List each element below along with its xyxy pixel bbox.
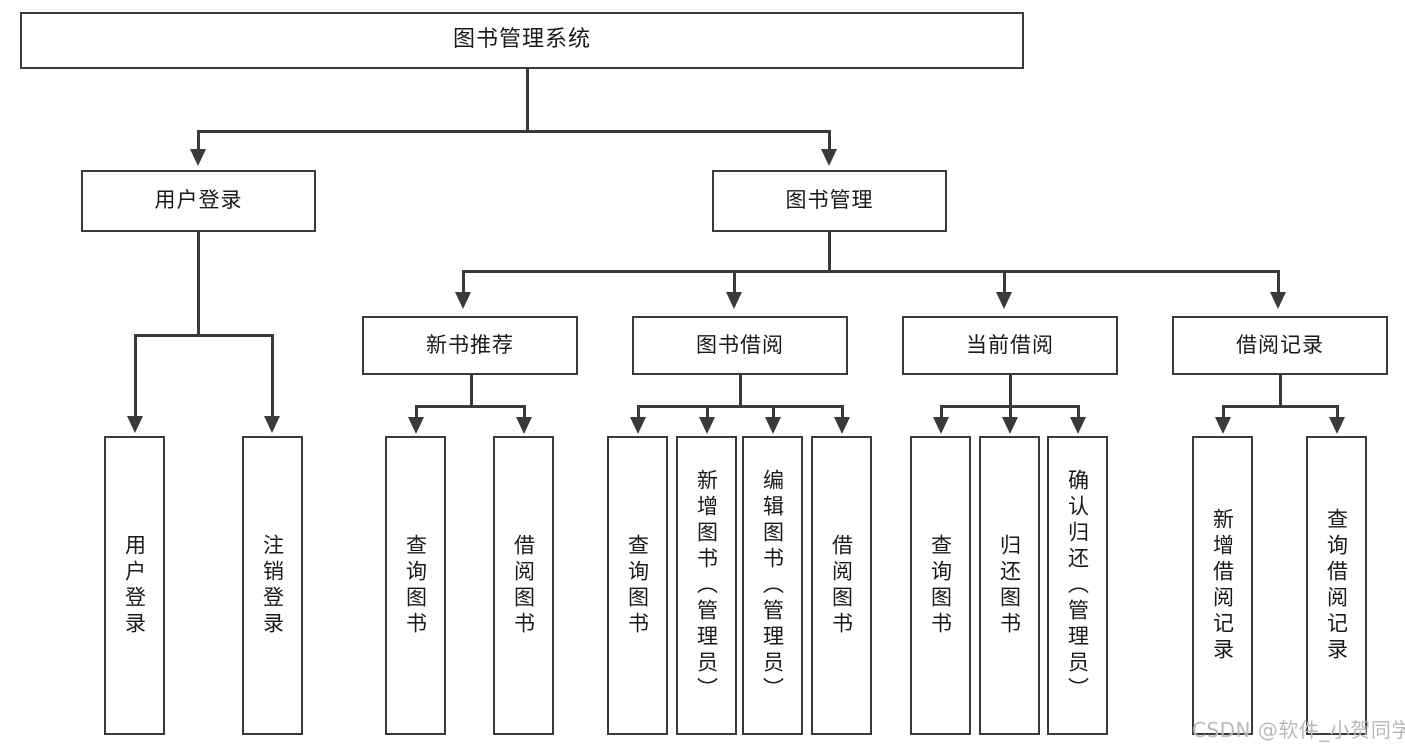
node-label: 用户登录 — [154, 188, 243, 213]
leaf-current-borrow-query-book[interactable]: 查询图书 — [910, 436, 971, 735]
node-current-borrow[interactable]: 当前借阅 — [902, 316, 1118, 375]
arrow-new-book-leaf2 — [516, 417, 532, 434]
node-label: 图书管理 — [785, 188, 874, 213]
connector-root-to-user-login — [197, 130, 200, 152]
connector-current-borrow-leaf2 — [1009, 405, 1012, 419]
connector-book-borrow-leaf3 — [772, 405, 775, 419]
connector-to-book-borrow — [733, 270, 736, 295]
connector-to-borrow-record — [1277, 270, 1280, 295]
leaf-book-borrow-query-book[interactable]: 查询图书 — [607, 436, 668, 735]
node-label: 归还图书 — [997, 533, 1022, 638]
connector-borrow-record-leaf1 — [1222, 405, 1225, 419]
node-borrow-record[interactable]: 借阅记录 — [1172, 316, 1388, 375]
node-label: 新增借阅记录 — [1210, 507, 1235, 664]
connector-new-book-leaf1 — [415, 405, 418, 419]
arrow-current-borrow-leaf3 — [1070, 417, 1086, 434]
arrow-book-borrow-leaf4 — [834, 417, 850, 434]
connector-user-login-leaf1 — [134, 334, 137, 418]
node-label: 查询图书 — [403, 533, 428, 638]
node-label: 查询借阅记录 — [1324, 507, 1349, 664]
connector-root-to-book-manage — [828, 130, 831, 152]
arrow-book-borrow-leaf2 — [699, 417, 715, 434]
connector-user-login-stem — [197, 232, 200, 336]
watermark-text: CSDN @软件_小贺同学 — [1192, 718, 1405, 742]
leaf-user-login-user-login[interactable]: 用户登录 — [104, 436, 165, 735]
arrow-to-current-borrow — [996, 292, 1012, 309]
connector-book-borrow-bar — [637, 405, 844, 408]
arrow-current-borrow-leaf1 — [933, 417, 949, 434]
leaf-borrow-record-query-record[interactable]: 查询借阅记录 — [1306, 436, 1367, 735]
connector-borrow-record-stem — [1279, 375, 1282, 407]
connector-user-login-bar — [134, 334, 272, 337]
arrow-current-borrow-leaf2 — [1002, 417, 1018, 434]
node-label: 注销登录 — [260, 533, 285, 638]
arrow-to-borrow-record — [1270, 292, 1286, 309]
leaf-borrow-record-add-record[interactable]: 新增借阅记录 — [1192, 436, 1253, 735]
node-book-borrow[interactable]: 图书借阅 — [632, 316, 848, 375]
connector-book-borrow-leaf4 — [841, 405, 844, 419]
connector-current-borrow-leaf1 — [940, 405, 943, 419]
node-label: 新增图书（管理员） — [694, 468, 719, 703]
node-user-login[interactable]: 用户登录 — [81, 170, 316, 232]
leaf-user-login-logout[interactable]: 注销登录 — [242, 436, 303, 735]
arrow-to-new-book — [455, 292, 471, 309]
connector-book-borrow-leaf1 — [637, 405, 640, 419]
node-book-management[interactable]: 图书管理 — [712, 170, 947, 232]
leaf-book-borrow-edit-book[interactable]: 编辑图书（管理员） — [742, 436, 803, 735]
node-root-system[interactable]: 图书管理系统 — [20, 12, 1024, 69]
arrow-new-book-leaf1 — [408, 417, 424, 434]
node-label: 借阅图书 — [511, 533, 536, 638]
node-label: 图书管理系统 — [452, 27, 591, 53]
arrow-to-book-borrow — [726, 292, 742, 309]
node-label: 编辑图书（管理员） — [760, 468, 785, 703]
connector-root-bar — [197, 130, 831, 133]
connector-new-book-leaf2 — [523, 405, 526, 419]
connector-current-borrow-leaf3 — [1077, 405, 1080, 419]
node-label: 借阅图书 — [829, 533, 854, 638]
leaf-book-borrow-borrow-book[interactable]: 借阅图书 — [811, 436, 872, 735]
connector-book-borrow-stem — [739, 375, 742, 407]
arrow-book-borrow-leaf1 — [630, 417, 646, 434]
node-label: 图书借阅 — [696, 332, 784, 357]
connector-to-new-book — [462, 270, 465, 295]
connector-new-book-bar — [415, 405, 526, 408]
arrow-borrow-record-leaf2 — [1329, 417, 1345, 434]
node-label: 查询图书 — [625, 533, 650, 638]
node-label: 查询图书 — [928, 533, 953, 638]
connector-to-current-borrow — [1003, 270, 1006, 295]
leaf-book-borrow-add-book[interactable]: 新增图书（管理员） — [676, 436, 737, 735]
node-label: 当前借阅 — [966, 332, 1054, 357]
arrow-root-to-user-login — [190, 149, 206, 166]
node-label: 借阅记录 — [1236, 332, 1324, 357]
node-new-book-recommend[interactable]: 新书推荐 — [362, 316, 578, 375]
connector-root-stem — [526, 69, 529, 131]
node-label: 确认归还（管理员） — [1065, 468, 1090, 703]
arrow-borrow-record-leaf1 — [1215, 417, 1231, 434]
leaf-new-book-query-book[interactable]: 查询图书 — [385, 436, 446, 735]
arrow-book-borrow-leaf3 — [765, 417, 781, 434]
node-label: 用户登录 — [122, 533, 147, 638]
leaf-current-borrow-return-book[interactable]: 归还图书 — [979, 436, 1040, 735]
connector-book-borrow-leaf2 — [706, 405, 709, 419]
leaf-new-book-borrow-book[interactable]: 借阅图书 — [493, 436, 554, 735]
connector-book-manage-stem — [828, 232, 831, 272]
connector-user-login-leaf2 — [271, 334, 274, 418]
arrow-user-login-leaf2 — [264, 416, 280, 433]
node-label: 新书推荐 — [426, 332, 514, 357]
connector-new-book-stem — [470, 375, 473, 407]
arrow-user-login-leaf1 — [127, 416, 143, 433]
connector-book-manage-bar — [462, 270, 1280, 273]
connector-borrow-record-bar — [1222, 405, 1339, 408]
connector-current-borrow-stem — [1009, 375, 1012, 407]
arrow-root-to-book-manage — [821, 149, 837, 166]
connector-borrow-record-leaf2 — [1336, 405, 1339, 419]
leaf-current-borrow-confirm-return[interactable]: 确认归还（管理员） — [1047, 436, 1108, 735]
